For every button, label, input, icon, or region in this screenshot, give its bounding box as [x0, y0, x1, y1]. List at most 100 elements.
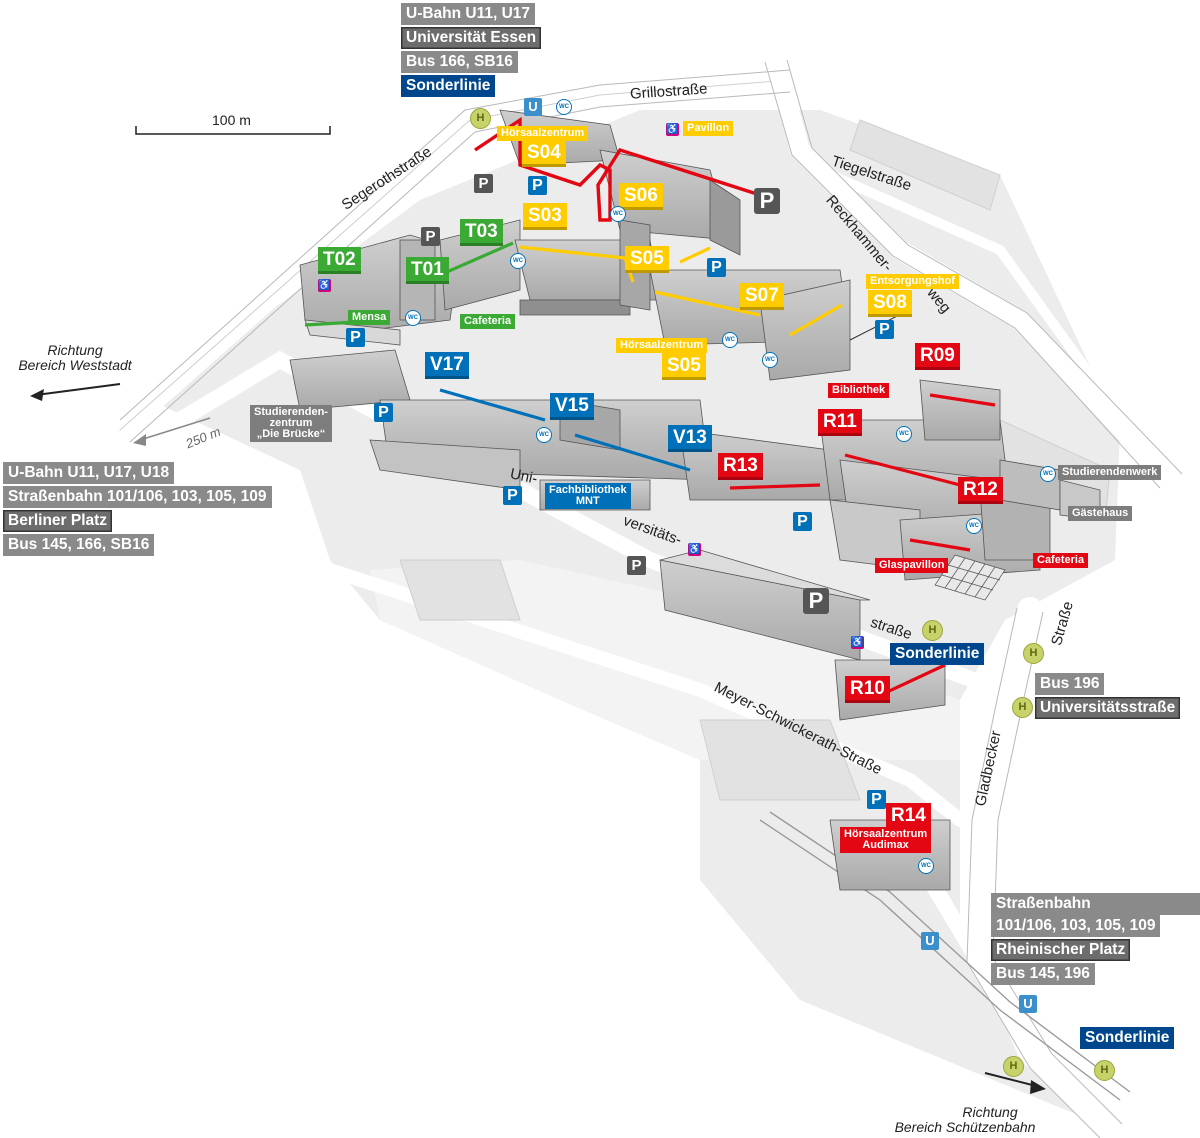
- wc-icon: WC: [405, 310, 421, 326]
- building-T02[interactable]: T02: [318, 247, 361, 274]
- building-S05-south[interactable]: S05: [662, 353, 706, 380]
- facility-cafeteria-green: Cafeteria: [460, 314, 516, 329]
- building-R12[interactable]: R12: [958, 477, 1003, 504]
- wheelchair-icon: ♿: [318, 279, 331, 292]
- wc-icon: WC: [966, 518, 982, 534]
- route-path: [474, 116, 761, 222]
- building-S07[interactable]: S07: [740, 283, 784, 310]
- transit-middle-special: Sonderlinie: [890, 643, 985, 667]
- facility-studierendenzentrum: Studierenden- zentrum „Die Brücke“: [250, 405, 332, 442]
- wc-icon: WC: [510, 253, 526, 269]
- ubahn-icon[interactable]: U: [1019, 995, 1037, 1013]
- wc-icon: WC: [896, 426, 912, 442]
- bus-stop-icon[interactable]: H: [1023, 643, 1044, 664]
- transit-se-special: Sonderlinie: [1080, 1027, 1175, 1051]
- disabled-parking-icon[interactable]: P: [793, 512, 812, 531]
- building-S03[interactable]: S03: [523, 203, 567, 230]
- transit-north: U-Bahn U11, U17 Universität Essen Bus 16…: [401, 3, 542, 99]
- scale-label: 100 m: [212, 112, 251, 128]
- transit-se-special-label: Sonderlinie: [1080, 1027, 1175, 1049]
- parking-icon[interactable]: P: [474, 174, 493, 193]
- bus-stop-icon[interactable]: H: [922, 620, 943, 641]
- facility-hoersaal-audimax: Hörsaalzentrum Audimax: [840, 827, 932, 853]
- parking-icon[interactable]: P: [421, 227, 440, 246]
- bus-stop-icon[interactable]: H: [1094, 1060, 1115, 1081]
- facility-bruecke-line1: Studierenden-: [254, 406, 328, 418]
- parking-icon[interactable]: P: [627, 556, 646, 575]
- transit-se-tram1: Straßenbahn: [991, 893, 1200, 915]
- transit-west-stop[interactable]: Berliner Platz: [3, 510, 113, 532]
- disabled-parking-icon[interactable]: P: [875, 320, 894, 339]
- disabled-parking-icon[interactable]: P: [374, 403, 393, 422]
- facility-audimax-line1: Hörsaalzentrum: [844, 828, 928, 840]
- disabled-parking-icon[interactable]: P: [707, 258, 726, 277]
- building-S08[interactable]: S08: [868, 290, 912, 317]
- disabled-parking-icon[interactable]: P: [528, 176, 547, 195]
- facility-bruecke-line3: „Die Brücke“: [256, 428, 326, 440]
- scale-bar: [135, 126, 331, 135]
- transit-middle-special-label: Sonderlinie: [890, 643, 985, 665]
- direction-arrows: [30, 383, 1046, 1094]
- transit-east-stop[interactable]: Universitätsstraße: [1035, 697, 1181, 719]
- facility-cafeteria-red: Cafeteria: [1033, 553, 1089, 568]
- disabled-parking-icon[interactable]: P: [867, 790, 886, 809]
- ubahn-icon[interactable]: U: [524, 98, 542, 116]
- building-R14[interactable]: R14: [886, 803, 931, 830]
- building-S05-north[interactable]: S05: [625, 246, 669, 273]
- facility-studierendenwerk: Studierendenwerk: [1058, 465, 1162, 480]
- transit-se-bus: Bus 145, 196: [991, 963, 1095, 985]
- facility-entsorgungshof: Entsorgungshof: [866, 274, 959, 289]
- building-R09[interactable]: R09: [915, 343, 960, 370]
- wheelchair-icon: ♿: [688, 543, 701, 556]
- building-V17[interactable]: V17: [425, 352, 469, 379]
- rail-tracks: [759, 811, 1131, 1101]
- transit-west-bus: Bus 145, 166, SB16: [3, 534, 155, 556]
- building-T03[interactable]: T03: [460, 219, 503, 246]
- transit-north-bus: Bus 166, SB16: [401, 51, 518, 73]
- transit-north-stop[interactable]: Universität Essen: [401, 27, 542, 49]
- ubahn-icon[interactable]: U: [921, 932, 939, 950]
- bus-stop-icon[interactable]: H: [1012, 697, 1033, 718]
- bus-stop-icon[interactable]: H: [1003, 1056, 1024, 1077]
- wheelchair-icon: ♿: [666, 123, 679, 136]
- building-S04[interactable]: S04: [522, 140, 566, 167]
- transit-east: Bus 196 Universitätsstraße: [1035, 673, 1181, 721]
- direction-schuetzen-line2: Bereich Schützenbahn: [894, 1118, 1036, 1135]
- transit-se-tram2: 101/106, 103, 105, 109: [991, 915, 1161, 937]
- facility-pavillon: Pavillon: [683, 121, 734, 136]
- disabled-parking-icon[interactable]: P: [503, 486, 522, 505]
- wc-icon: WC: [536, 427, 552, 443]
- facility-fachbibliothek: Fachbibliothek MNT: [545, 483, 631, 509]
- building-R11[interactable]: R11: [818, 409, 862, 436]
- transit-west: U-Bahn U11, U17, U18 Straßenbahn 101/106…: [3, 462, 272, 558]
- transit-north-special: Sonderlinie: [401, 75, 496, 97]
- building-S06[interactable]: S06: [619, 183, 663, 210]
- direction-weststadt-line1: Richtung: [47, 342, 103, 358]
- campus-ground-south: [370, 560, 960, 760]
- building-V13[interactable]: V13: [668, 425, 712, 452]
- transit-se-stop[interactable]: Rheinischer Platz: [991, 939, 1131, 961]
- wc-icon: WC: [610, 206, 626, 222]
- facility-mensa: Mensa: [348, 310, 391, 325]
- facility-glaspavillon: Glaspavillon: [875, 558, 949, 573]
- wc-icon: WC: [722, 332, 738, 348]
- facility-hoersaal-north: Hörsaalzentrum: [497, 126, 589, 141]
- facility-hoersaal-s05: Hörsaalzentrum: [616, 338, 708, 353]
- direction-schuetzenbahn: Richtung Bereich Schützenbahn: [870, 1105, 1060, 1134]
- building-T01[interactable]: T01: [406, 257, 449, 284]
- wc-icon: WC: [762, 352, 778, 368]
- glaspavillon-grid: [934, 554, 1006, 601]
- disabled-parking-icon[interactable]: P: [346, 328, 365, 347]
- direction-schuetzen-line1: Richtung: [962, 1104, 1018, 1120]
- wheelchair-icon: ♿: [851, 636, 864, 649]
- parking-icon[interactable]: P: [754, 188, 780, 214]
- building-V15[interactable]: V15: [550, 393, 594, 420]
- building-R13[interactable]: R13: [718, 453, 763, 480]
- wc-icon: WC: [556, 99, 572, 115]
- building-R10[interactable]: R10: [845, 676, 890, 703]
- bus-stop-icon[interactable]: H: [470, 108, 491, 129]
- transit-west-tram: Straßenbahn 101/106, 103, 105, 109: [3, 486, 272, 508]
- parking-icon[interactable]: P: [803, 588, 829, 614]
- facility-audimax-line2: Audimax: [862, 839, 909, 851]
